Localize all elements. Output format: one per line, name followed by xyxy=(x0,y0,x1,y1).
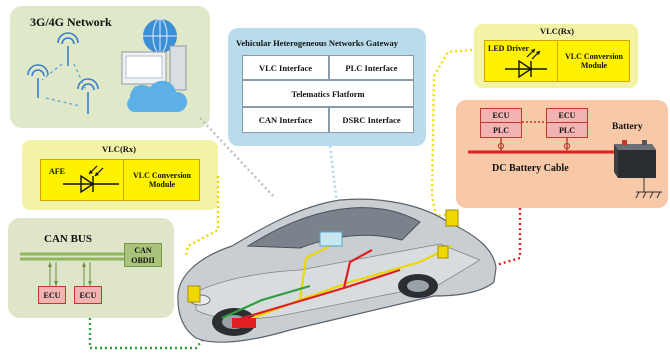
plc-label: PLC xyxy=(559,125,575,135)
battery-panel: ECU PLC ECU PLC Battery DC Battery Cable xyxy=(456,100,668,208)
battery-icon xyxy=(614,140,656,178)
network-title: 3G/4G Network xyxy=(30,15,112,29)
vlc-lamp xyxy=(187,285,201,303)
can-bus-title: CAN BUS xyxy=(44,233,92,245)
led-icon xyxy=(505,48,547,79)
vlc-rx-panel: VLC(Rx) AFE VLC Conversion Module xyxy=(22,140,218,210)
afe-label: AFE xyxy=(49,167,65,176)
antenna-icon xyxy=(57,32,79,66)
led-driver-label: LED Driver xyxy=(488,44,530,53)
car-icon xyxy=(177,198,497,343)
vlc-lamp xyxy=(445,209,459,227)
photodiode-icon xyxy=(63,165,119,194)
obd-label: OBDII xyxy=(131,256,155,265)
battery-label: Battery xyxy=(612,122,643,132)
ecu-label: ECU xyxy=(547,109,587,123)
link-vlc-tx-to-car xyxy=(430,48,473,218)
telematics-platform-cell: Telematics Flatform xyxy=(242,80,414,107)
ecu-label: ECU xyxy=(481,109,521,123)
vlc-tx-panel: VLC(Rx) LED Driver VLC Conversion Module xyxy=(474,24,638,88)
link-vlc-rx-to-car xyxy=(184,176,220,257)
vlc-lamp xyxy=(437,245,449,259)
gateway-title: Vehicular Heterogeneous Networks Gateway xyxy=(236,38,399,48)
vlc-rx-inner: AFE VLC Conversion Module xyxy=(40,159,200,201)
vlc-rx-title: VLC(Rx) xyxy=(102,144,136,154)
can-ecu-1: ECU xyxy=(38,286,66,304)
antenna-icon xyxy=(27,64,49,98)
computer-icon xyxy=(121,45,187,91)
vlc-interface-cell: VLC Interface xyxy=(242,55,329,80)
vlc-tx-inner: LED Driver VLC Conversion Module xyxy=(484,40,630,82)
plc-interface-cell: PLC Interface xyxy=(329,55,414,80)
network-panel: 3G/4G Network xyxy=(10,6,210,128)
dsrc-interface-cell: DSRC Interface xyxy=(329,107,414,133)
cloud-icon xyxy=(127,80,188,112)
dc-cable-label: DC Battery Cable xyxy=(492,163,569,174)
vlc-rx-module-label: VLC Conversion Module xyxy=(123,160,200,200)
ecu-plc-node-1: ECU PLC xyxy=(480,108,522,138)
vlc-tx-title: VLC(Rx) xyxy=(540,26,574,36)
globe-icon xyxy=(143,18,177,54)
battery-module xyxy=(232,318,256,328)
link-battery-to-car xyxy=(343,208,522,312)
can-interface-cell: CAN Interface xyxy=(242,107,329,133)
can-bus-panel: CAN BUS CAN OBDII ECU ECU xyxy=(8,218,174,318)
can-ecu-2: ECU xyxy=(74,286,102,304)
car-gateway-module xyxy=(319,231,343,247)
gateway-panel: Vehicular Heterogeneous Networks Gateway… xyxy=(228,28,426,146)
antenna-icon xyxy=(77,78,99,114)
link-network-to-car xyxy=(199,117,276,199)
plc-label: PLC xyxy=(493,125,509,135)
battery-wiring xyxy=(468,121,662,199)
can-bus-lines xyxy=(20,252,126,286)
ecu-plc-node-2: ECU PLC xyxy=(546,108,588,138)
can-obd-connector: CAN OBDII xyxy=(124,243,162,267)
can-label: CAN xyxy=(134,246,152,255)
network-illustration xyxy=(27,18,188,114)
vlc-tx-module-label: VLC Conversion Module xyxy=(557,41,630,81)
